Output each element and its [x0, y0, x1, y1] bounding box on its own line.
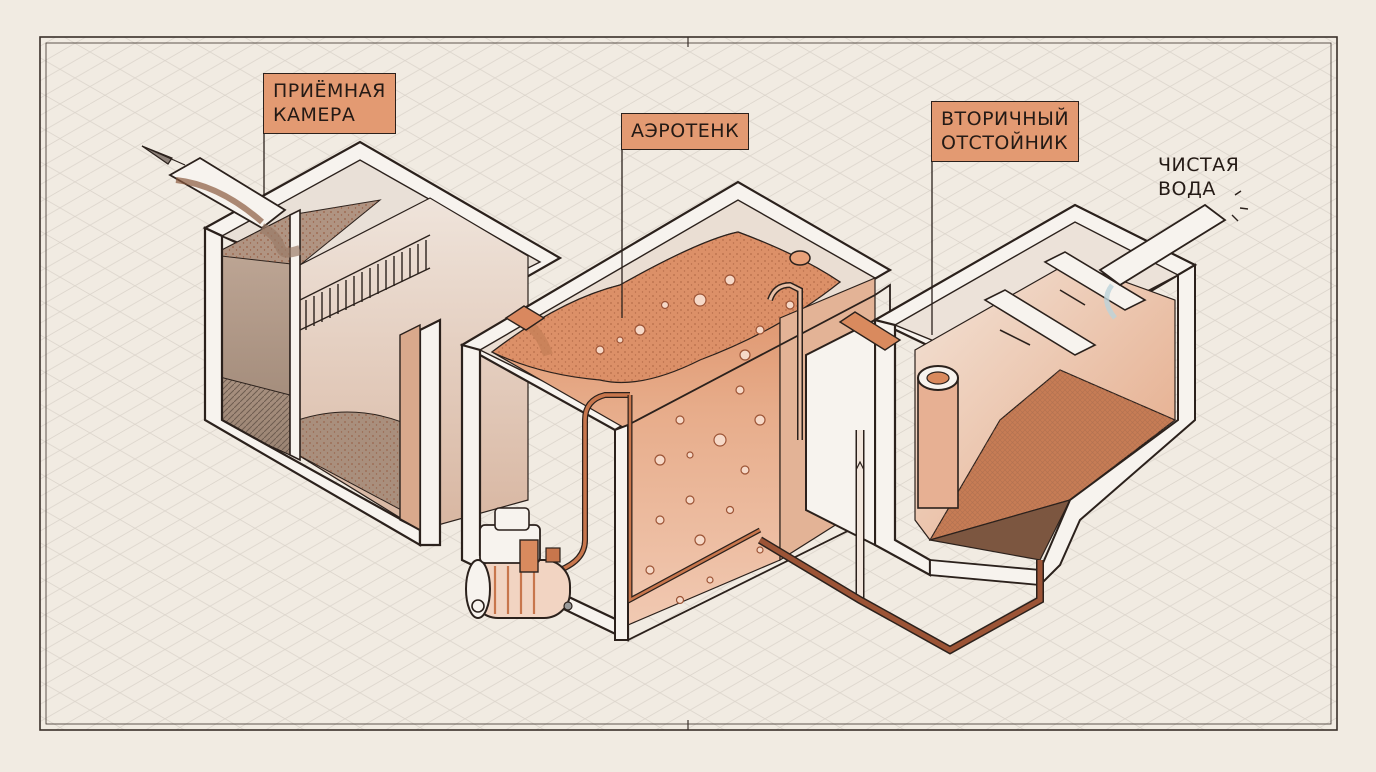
label-clean-water: ЧИСТАЯ ВОДА — [1158, 153, 1239, 201]
label-secondary-clarifier: ВТОРИЧНЫЙ ОТСТОЙНИК — [931, 101, 1079, 162]
label-receiving-chamber: ПРИЁМНАЯ КАМЕРА — [263, 73, 396, 134]
label-aerotank: АЭРОТЕНК — [621, 113, 749, 150]
